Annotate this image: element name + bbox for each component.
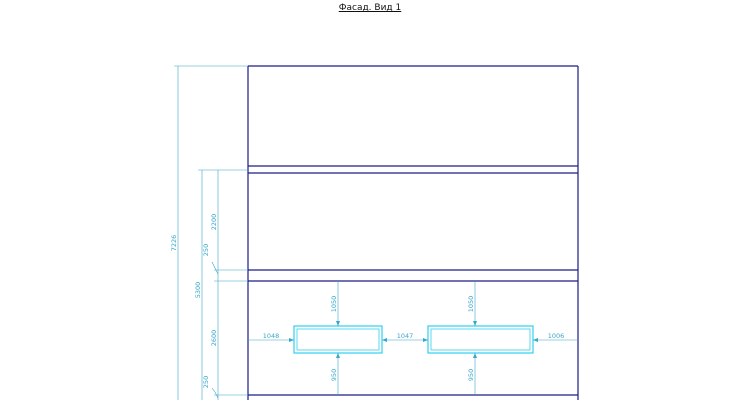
dimension-lines [174,65,578,400]
dim-window1-above-text: 1050 [330,296,338,313]
arrow-left-gap [289,338,294,342]
dim-middle-height-text: 5300 [194,282,202,299]
dim-slab-upper-text: 250 [202,244,210,256]
dim-right-gap-text: 1006 [548,332,565,340]
window-1-outer [293,325,383,354]
leader-slab-upper [211,261,219,275]
dim-total-height-text: 7226 [170,235,178,252]
window-1-inner [296,328,380,351]
dimension-arrows [289,321,538,358]
dim-window1-below-text: 950 [330,369,338,381]
window-2-inner [430,328,531,351]
window-1 [293,325,383,354]
arrow-between-right [423,338,428,342]
window-2 [427,325,534,354]
drawing-title-text: Фасад. Вид 1 [338,3,402,13]
dim-lower-band-text: 2600 [210,330,218,347]
dim-left-gap-text: 1048 [263,332,280,340]
drawing-title: Фасад. Вид 1 [0,3,740,13]
dim-between-windows-text: 1047 [397,332,414,340]
arrow-w1-below [336,353,340,358]
facade-outline [247,65,579,400]
dim-upper-band-text: 2200 [210,214,218,231]
window-2-outer [427,325,534,354]
arrow-between-left [382,338,387,342]
arrow-w1-above [336,321,340,326]
arrow-w2-below [473,353,477,358]
leader-slab-lower [211,387,219,399]
dim-window2-below-text: 950 [467,369,475,381]
arrow-w2-above [473,321,477,326]
dim-slab-lower-text: 250 [202,376,210,388]
dim-window2-above-text: 1050 [467,296,475,313]
arrow-right-gap [533,338,538,342]
